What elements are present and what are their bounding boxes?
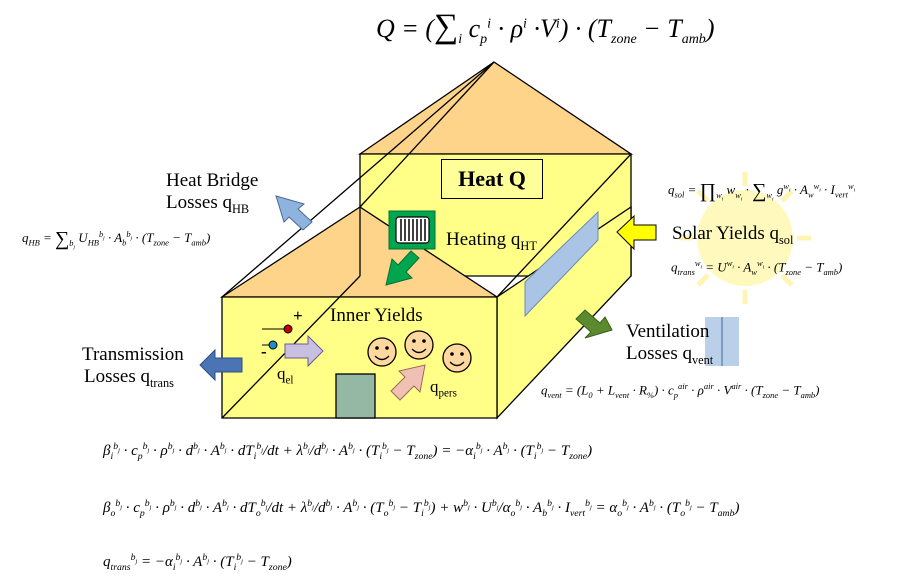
solar-label: Solar Yields qsol: [672, 223, 794, 247]
inner-yields-label: Inner Yields: [330, 305, 423, 326]
smiley-face-icon: [442, 343, 472, 373]
heating-arrow-icon: [385, 250, 420, 286]
heating-label: Heating qHT: [446, 229, 537, 253]
vent-window-icon: [705, 317, 739, 366]
roof-edge-right: [496, 153, 632, 298]
radiator-icon: [388, 210, 436, 250]
roof-edge-left: [221, 61, 495, 298]
q-pers-arrow-icon: [390, 364, 426, 401]
smiley-face-icon: [404, 330, 434, 360]
q-el-label: qel: [277, 364, 294, 387]
window: [524, 210, 599, 318]
heat-bridge-arrow-icon: [275, 195, 313, 231]
outer-wall-formula: βobj · cpbj · ρbj · dbj · Abj · dTobj/dt…: [103, 498, 740, 519]
transmission-arrow-icon: [199, 348, 243, 382]
main-heat-formula: Q = (∑i cpi · ρi ·Vi) · (Tzone − Tamb): [376, 8, 715, 48]
inner-wall-formula: βibj · cpbj · ρbj · dbj · Abj · dTibj/dt…: [103, 441, 593, 462]
ventilation-formula: qvent = (L0 + Lvent · R%) · cpair · ρair…: [541, 381, 820, 400]
minus-sign: -: [261, 342, 267, 361]
sun-icon: [679, 172, 811, 304]
back-roof: [357, 61, 634, 155]
terminal-minus-icon: [268, 340, 278, 350]
q-el-arrow-icon: [284, 334, 324, 368]
heat-bridge-label: Heat Bridge Losses qHB: [166, 170, 259, 216]
ventilation-arrow-icon: [575, 309, 613, 339]
solar-arrow-icon: [616, 214, 657, 251]
terminal-plus-icon: [283, 324, 293, 334]
solar-trans-formula: qtranswi = Uwi · Awwi · (Tzone − Tamb): [671, 258, 843, 277]
q-pers-label: qpers: [430, 377, 457, 400]
ridge-line: [359, 61, 495, 208]
solar-formula: qsol = ∏wi wwi · ∑wi gwi · Awwi · Ivertw…: [668, 180, 856, 203]
transmission-label: Transmission Losses qtrans: [82, 344, 184, 390]
smiley-face-icon: [367, 337, 397, 367]
door: [335, 373, 376, 419]
heat-q-label: Heat Q: [441, 159, 543, 199]
transmission-formula: qtransbj = −αibj · Abj · (Tibj − Tzone): [103, 552, 292, 573]
ventilation-label: Ventilation Losses qvent: [626, 321, 714, 367]
heat-bridge-formula: qHB = ∑bj UHBbj · Abbj · (Tzone − Tamb): [22, 228, 211, 251]
plus-sign: +: [293, 306, 303, 325]
